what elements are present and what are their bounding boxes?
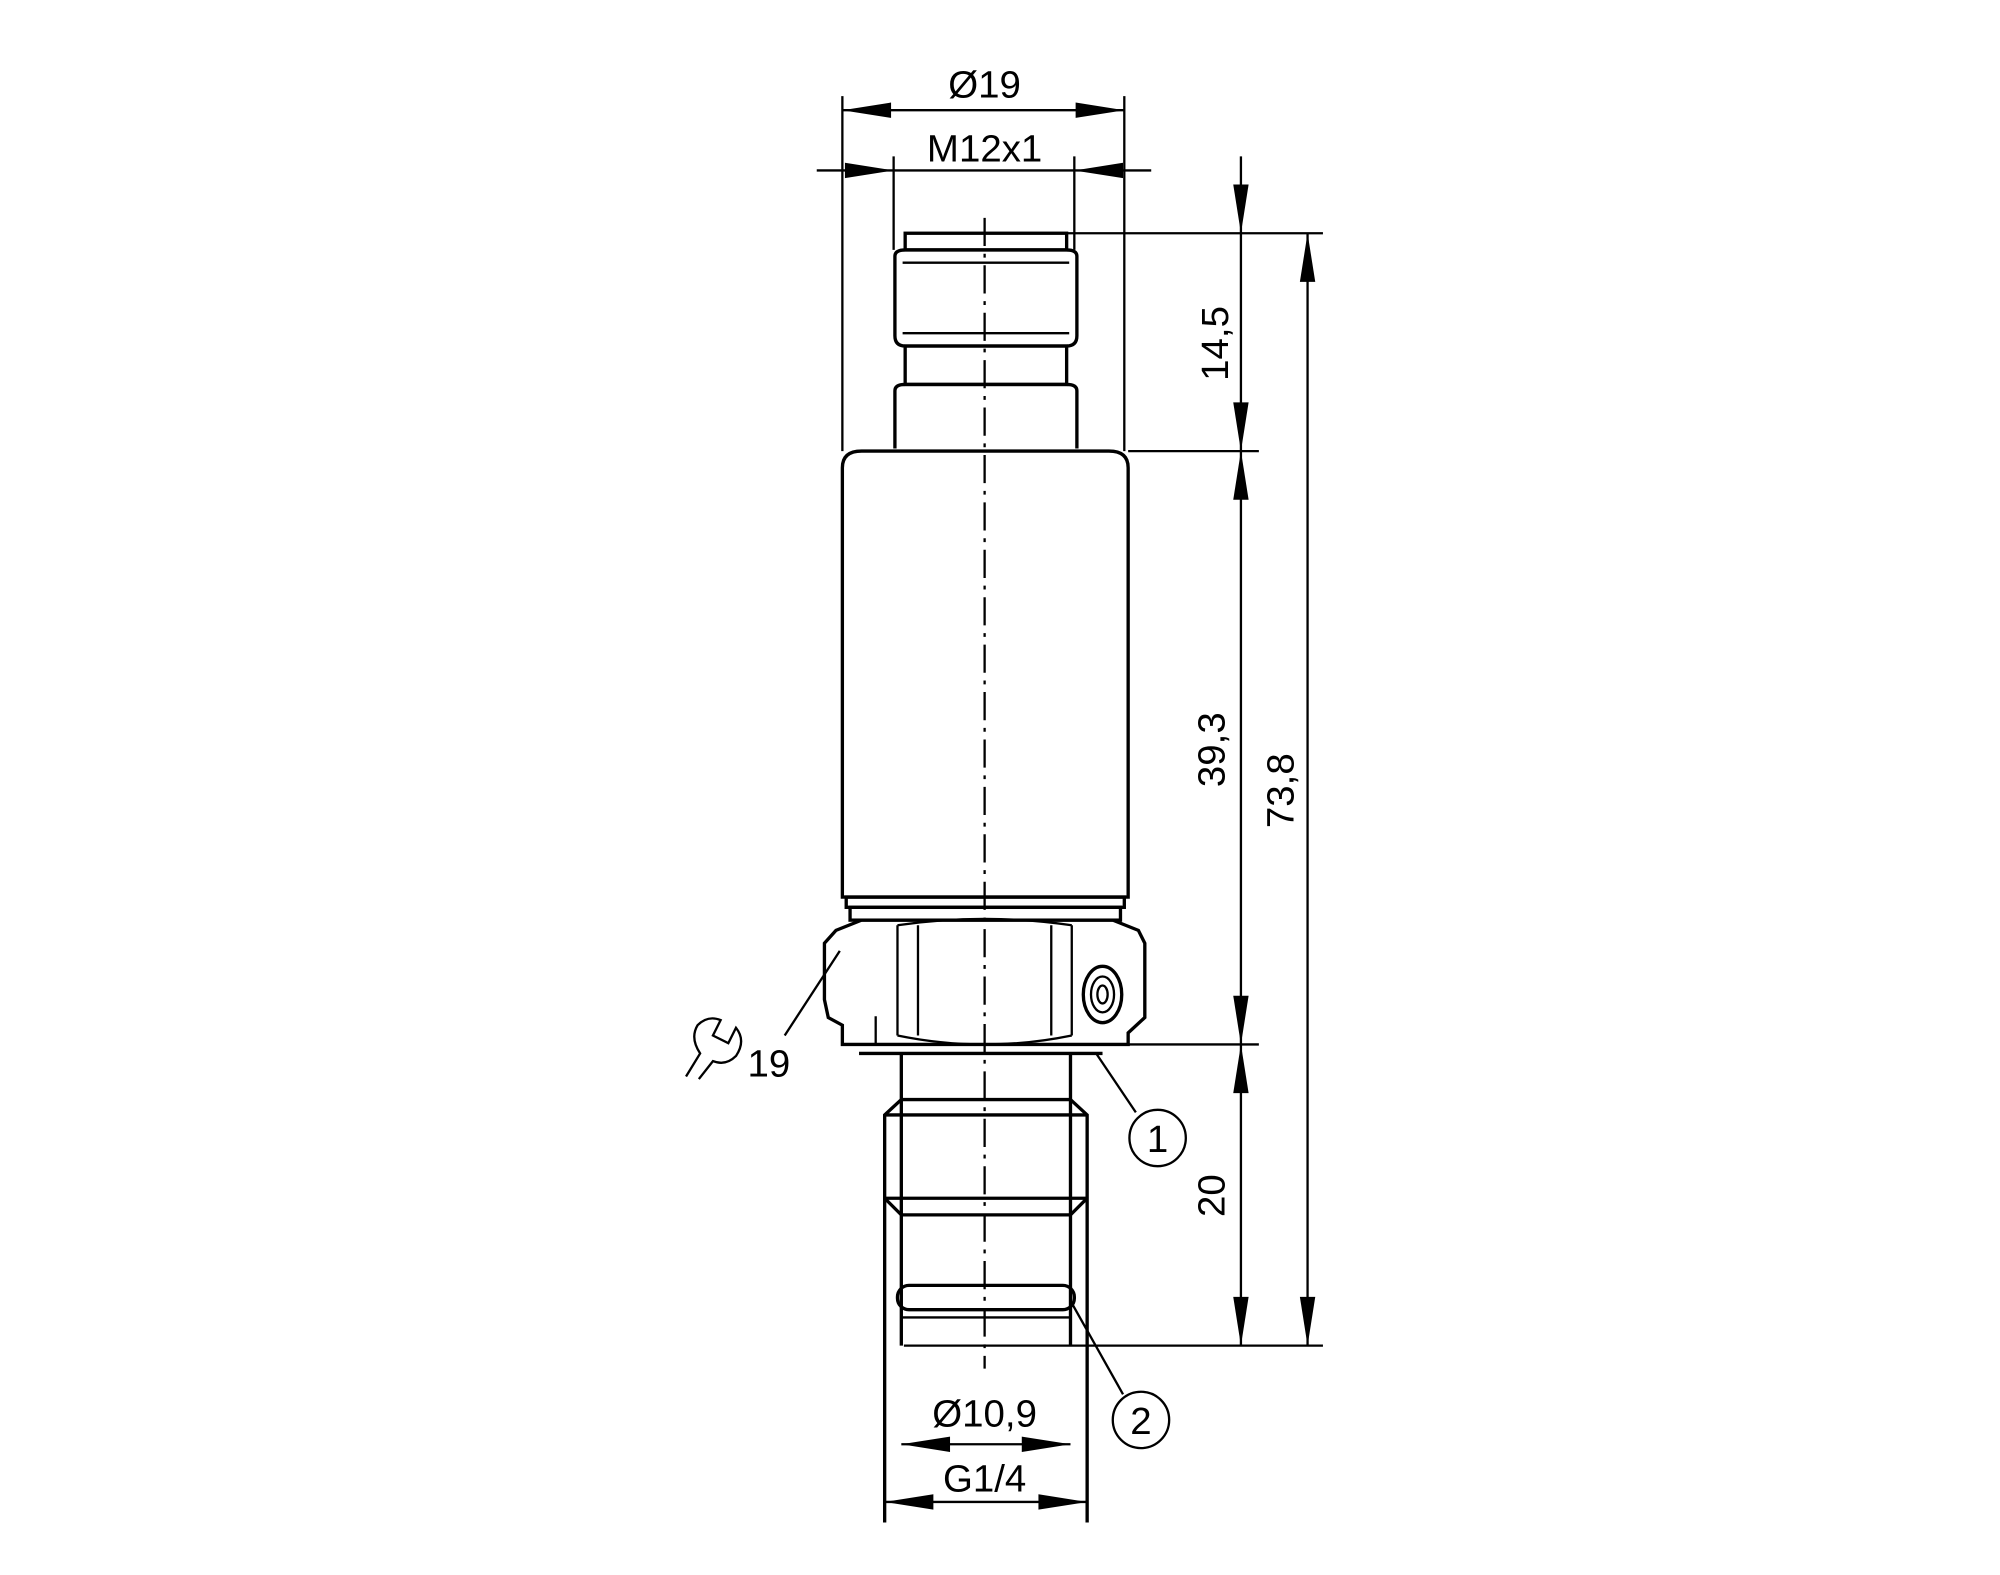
dim-vertical-chain: 14,5 39,3 20	[1190, 156, 1249, 1346]
dim-sealing-diameter: Ø10,9	[901, 1392, 1071, 1452]
process-connection	[882, 1053, 1089, 1523]
dim-connector-thread: M12x1	[816, 127, 1152, 179]
dim-label-body-length: 39,3	[1190, 712, 1233, 787]
dim-label-connector-length: 14,5	[1194, 306, 1237, 381]
dim-label-connector-thread: M12x1	[927, 127, 1042, 170]
dim-process-thread: G1/4	[884, 1458, 1088, 1510]
dim-total-length: 73,8	[1259, 233, 1316, 1346]
o-ring	[895, 1283, 1076, 1312]
callout-2: 2	[1069, 1300, 1171, 1450]
callout-1: 1	[1095, 1052, 1187, 1168]
dim-outer-diameter: Ø19	[842, 63, 1125, 118]
hex-nut	[822, 917, 1147, 1056]
dim-label-total-length: 73,8	[1259, 753, 1302, 828]
wrench-size-annotation: 19	[685, 950, 841, 1085]
callout-1-label: 1	[1147, 1118, 1168, 1161]
dim-label-sealing-diameter: Ø10,9	[932, 1392, 1037, 1435]
dim-label-process-thread: G1/4	[943, 1458, 1026, 1501]
wrench-size-label: 19	[748, 1042, 791, 1085]
dim-label-outer-diameter: Ø19	[948, 63, 1021, 106]
extension-lines	[841, 96, 1323, 1347]
sensor-body	[840, 449, 1130, 899]
callout-2-label: 2	[1130, 1400, 1151, 1443]
wrench-icon	[685, 1017, 743, 1080]
dim-label-process-length: 20	[1190, 1174, 1233, 1217]
m12-connector	[893, 231, 1079, 449]
